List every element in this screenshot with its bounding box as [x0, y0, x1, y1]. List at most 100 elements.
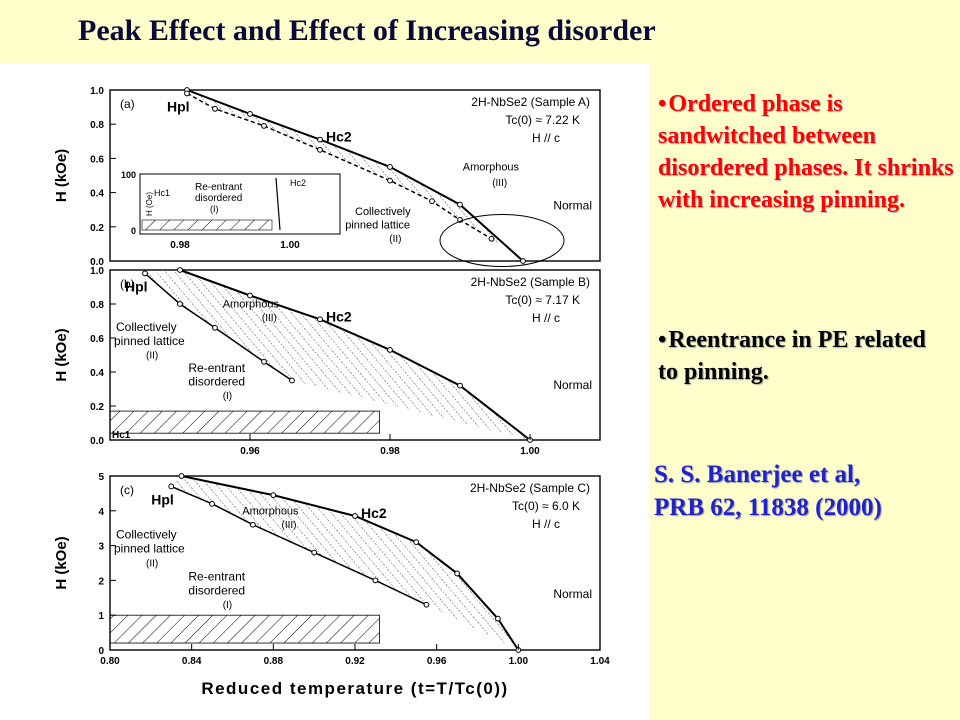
x-tick-label: 0.96: [427, 656, 447, 667]
bullet-reentrance: •Reentrance in PE related to pinning.: [658, 324, 948, 388]
hpl-label: Hpl: [167, 98, 190, 114]
normal-phase-label: Normal: [553, 378, 592, 392]
hc2-data-point: [317, 316, 323, 323]
hpl-curve: [186, 92, 492, 240]
hpl-data-point: [142, 270, 148, 277]
amorphous-roman: (III): [282, 520, 297, 531]
y-tick-label: 0.6: [90, 154, 104, 165]
x-tick-label: 1.00: [520, 446, 540, 457]
y-axis-title: H (kOe): [53, 536, 70, 589]
amorphous-region: [171, 476, 519, 650]
sample-label: 2H-NbSe2 (Sample A): [471, 95, 590, 109]
collective-label-1: Collectively: [116, 320, 177, 334]
inset-y-tick-label: 100: [121, 170, 136, 180]
bullet-text-2: Reentrance in PE related to pinning.: [658, 327, 926, 385]
plot-frame: [109, 269, 601, 441]
hc2-data-point: [495, 615, 501, 622]
hc2-data-point: [317, 136, 323, 143]
collective-label-1: Collectively: [355, 206, 411, 218]
inset-reentrant-region: [141, 219, 273, 231]
slide-title: Peak Effect and Effect of Increasing dis…: [78, 14, 656, 47]
hc2-label: Hc2: [326, 308, 352, 324]
hpl-data-point: [289, 377, 295, 384]
amorphous-label: Amorphous: [242, 505, 299, 517]
y-tick-label: 0.0: [90, 257, 104, 268]
y-tick-label: 0.2: [90, 402, 104, 413]
hc2-data-point: [413, 539, 420, 546]
collective-roman: (II): [146, 350, 158, 361]
x-tick-label: 0.88: [264, 656, 284, 667]
hpl-data-point: [429, 198, 435, 205]
hc2-label: Hc2: [326, 129, 352, 145]
inset-roman-label: (I): [210, 204, 219, 214]
hpl-data-point: [387, 177, 393, 184]
panel-label: (a): [120, 97, 135, 111]
collective-roman: (II): [146, 558, 158, 569]
hc2-curve: [179, 269, 531, 441]
citation: S. S. Banerjee et al, PRB 62, 11838 (200…: [654, 458, 954, 524]
hc2-data-point: [352, 513, 358, 519]
citation-authors: S. S. Banerjee et al,: [654, 461, 861, 488]
phase-diagram-figure: 0.0 0.2 0.4 0.6 0.8 1.0 H (kOe) (a) 2H-NbSe2 (Sa…: [0, 64, 650, 720]
y-tick-label: 0: [98, 646, 104, 657]
collective-label-2: pinned lattice: [114, 542, 185, 556]
collective-label-1: Collectively: [116, 528, 177, 542]
y-tick-label: 0.8: [90, 300, 104, 311]
hpl-data-point: [311, 549, 318, 556]
x-tick-label: 0.84: [182, 656, 202, 667]
hpl-label: Hpl: [125, 278, 148, 294]
sample-label: 2H-NbSe2 (Sample B): [471, 275, 590, 289]
x-tick-label: 0.96: [240, 446, 260, 457]
reentrant-disordered-region: [109, 410, 380, 434]
amorphous-region: [145, 270, 530, 440]
hc2-data-point: [247, 111, 253, 117]
reentrant-label-1: Re-entrant: [188, 361, 245, 375]
tc-label: Tc(0) ≈ 6.0 K: [512, 499, 580, 513]
zoom-ellipse: [439, 213, 565, 267]
amorphous-roman: (III): [492, 178, 507, 189]
inset-reentrant-label: Re-entrant: [195, 182, 242, 193]
amorphous-region: [187, 90, 523, 261]
inset-disordered-label: disordered: [195, 193, 242, 204]
normal-phase-label: Normal: [553, 199, 592, 213]
y-tick-label: 3: [98, 542, 104, 553]
hc2-data-point: [520, 258, 526, 264]
hpl-data-point: [261, 123, 267, 129]
y-tick-label: 1.0: [90, 266, 104, 277]
y-tick-label: 4: [98, 507, 104, 518]
y-tick-label: 1.0: [90, 86, 104, 97]
hc2-data-point: [457, 382, 463, 389]
collective-label-2: pinned lattice: [114, 334, 185, 348]
field-direction-label: H // c: [532, 311, 560, 325]
collective-roman: (II): [389, 234, 401, 245]
hpl-data-point: [177, 301, 183, 307]
y-tick-label: 0.4: [90, 368, 104, 379]
bullet-dot: •: [658, 91, 667, 117]
inset-x-tick-label: 0.98: [170, 240, 190, 251]
tc-label: Tc(0) ≈ 7.22 K: [505, 113, 580, 127]
hc2-data-point: [177, 267, 183, 273]
reentrant-label-2: disordered: [188, 583, 245, 597]
hc1-label: Hc1: [112, 430, 131, 441]
reentrant-label-1: Re-entrant: [188, 569, 245, 583]
reentrant-label-2: disordered: [188, 375, 245, 389]
panel-label: (c): [120, 483, 134, 497]
y-tick-label: 2: [98, 576, 104, 587]
phase-diagram-svg: 0.0 0.2 0.4 0.6 0.8 1.0 H (kOe) (a) 2H-NbSe2 (Sa…: [53, 86, 610, 698]
field-direction-label: H // c: [532, 517, 560, 531]
tc-label: Tc(0) ≈ 7.17 K: [505, 293, 580, 307]
hpl-data-point: [250, 521, 256, 528]
y-tick-label: 1: [98, 611, 104, 622]
hpl-data-point: [423, 601, 430, 608]
inset-hc2-label: Hc2: [290, 178, 306, 188]
inset-y-tick-label: 0: [131, 226, 136, 236]
sample-label: 2H-NbSe2 (Sample C): [470, 481, 590, 495]
hpl-data-point: [212, 105, 218, 112]
x-tick-label: 0.80: [100, 656, 120, 667]
inset-hc1-label: Hc1: [154, 188, 170, 198]
hpl-data-point: [317, 146, 323, 153]
inset-hc2-curve: [275, 177, 281, 231]
panel-label: (b): [120, 277, 135, 291]
